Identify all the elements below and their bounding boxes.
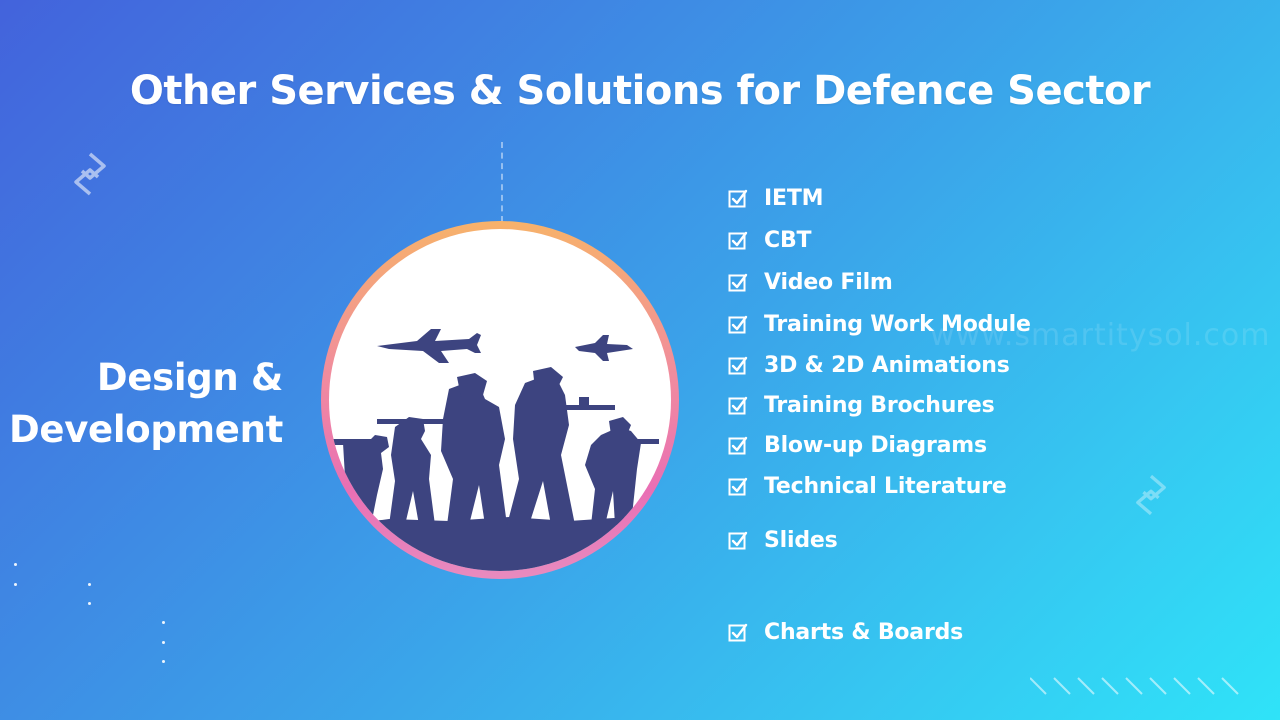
checkbox-checked-icon (728, 531, 748, 549)
section-label: Design & Development (9, 352, 283, 456)
service-label: Training Work Module (764, 312, 1031, 337)
list-item: Slides (728, 528, 838, 553)
defence-image-frame (321, 221, 679, 579)
checkbox-checked-icon (728, 356, 748, 374)
section-label-line-2: Development (9, 408, 283, 451)
list-item: Training Work Module (728, 312, 1031, 337)
soldiers-and-jets-icon (329, 329, 671, 571)
list-item: Blow-up Diagrams (728, 433, 987, 458)
list-item: Technical Literature (728, 474, 1007, 499)
service-label: 3D & 2D Animations (764, 353, 1010, 378)
defence-image (329, 229, 671, 571)
service-label: Technical Literature (764, 474, 1007, 499)
checkbox-checked-icon (728, 189, 748, 207)
slide-title: Other Services & Solutions for Defence S… (129, 68, 1151, 114)
list-item: Training Brochures (728, 393, 995, 418)
checkbox-checked-icon (728, 477, 748, 495)
list-item: IETM (728, 186, 824, 211)
list-item: 3D & 2D Animations (728, 353, 1010, 378)
list-item: Charts & Boards (728, 620, 963, 645)
section-label-line-1: Design & (96, 356, 283, 399)
watermark-text: www.smartitysol.com (930, 318, 1271, 353)
checkbox-checked-icon (728, 623, 748, 641)
checkbox-checked-icon (728, 436, 748, 454)
dashed-connector (501, 142, 503, 222)
decorative-hatch-lines (1030, 677, 1239, 695)
checkbox-checked-icon (728, 315, 748, 333)
checkbox-checked-icon (728, 273, 748, 291)
checkbox-checked-icon (728, 231, 748, 249)
brand-logo-icon (74, 152, 106, 196)
service-label: Blow-up Diagrams (764, 433, 987, 458)
list-item: Video Film (728, 270, 893, 295)
list-item: CBT (728, 228, 812, 253)
brand-logo-icon (1136, 474, 1166, 516)
service-label: Training Brochures (764, 393, 995, 418)
service-label: Video Film (764, 270, 893, 295)
service-label: CBT (764, 228, 812, 253)
service-label: IETM (764, 186, 824, 211)
service-label: Charts & Boards (764, 620, 964, 645)
checkbox-checked-icon (728, 396, 748, 414)
service-label: Slides (764, 528, 838, 553)
